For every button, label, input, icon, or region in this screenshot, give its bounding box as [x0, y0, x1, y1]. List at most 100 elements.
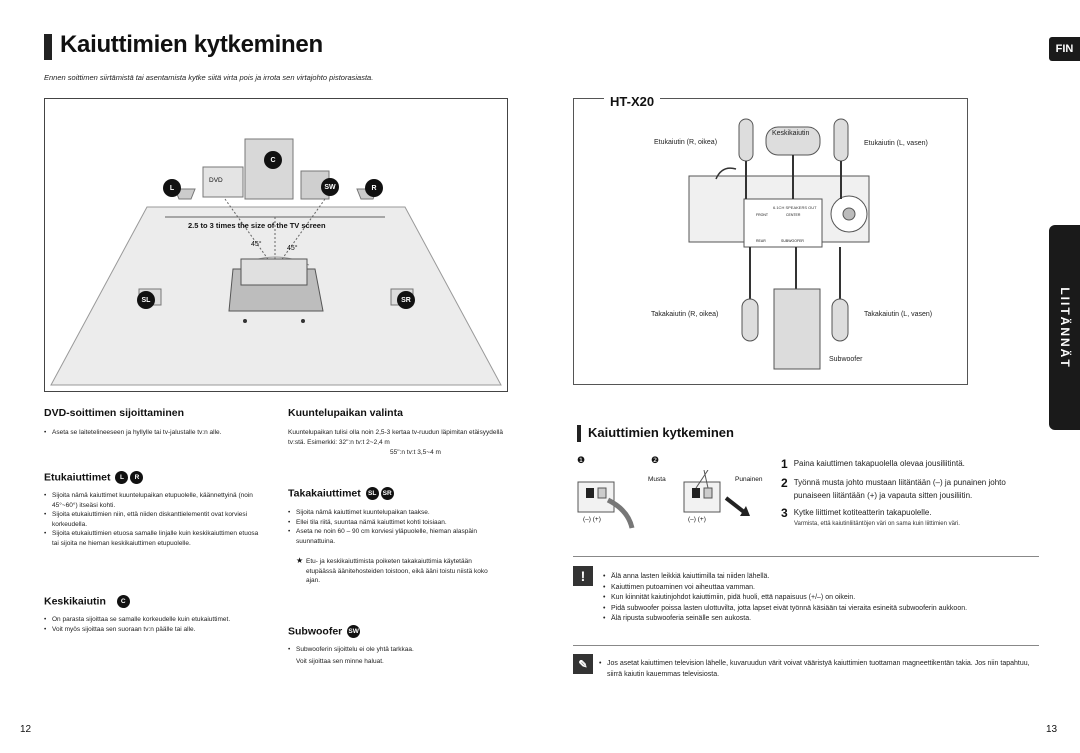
list-item: Sijoita etukaiuttimien niin, että niiden… — [44, 510, 259, 529]
dvd-placement-list: Aseta se laitetelineeseen ja hyllylle ta… — [44, 428, 264, 438]
center-speaker-label: Keskikaiutin — [772, 130, 810, 137]
subwoofer-title: Subwoofer — [288, 625, 343, 638]
star-icon: ★ — [296, 556, 304, 565]
room-illustration — [50, 138, 502, 386]
center-speaker-box — [244, 138, 294, 200]
center-speaker-title: Keskikaiutin — [44, 595, 106, 608]
center-speaker-icon: C — [264, 151, 282, 169]
subwoofer-text-2: Voit sijoittaa sen minne haluat. — [296, 658, 384, 665]
list-item: Pidä subwoofer poissa lasten ulottuvilta… — [603, 604, 1043, 615]
step-3-note: Varmista, että kaiutinliitäntöjen väri o… — [794, 521, 960, 527]
side-tab-label: LIITÄNNÄT — [1057, 286, 1072, 369]
dvd-placement-heading: DVD-soittimen sijoittaminen — [44, 407, 185, 419]
left-speaker-icon: L — [163, 179, 181, 197]
surround-right-speaker-icon: SR — [397, 291, 415, 309]
list-item: Kun kiinnität kaiutinjohdot kaiuttimiin,… — [603, 593, 1043, 604]
subwoofer-heading: Subwoofer SW — [288, 625, 361, 638]
step-number: 2 — [781, 476, 788, 490]
divider — [573, 645, 1039, 646]
surround-left-speaker-icon: SL — [137, 291, 155, 309]
model-name: HT-X20 — [604, 94, 661, 109]
front-speakers-list: Sijoita nämä kaiuttimet kuuntelupaikan e… — [44, 491, 259, 548]
list-item-text: Kaiuttimen putoaminen voi aiheuttaa vamm… — [611, 583, 755, 591]
rear-speakers-title: Takakaiuttimet — [288, 487, 361, 500]
front-right-label: Etukaiutin (R, oikea) — [654, 139, 718, 146]
surround-left-badge: SL — [365, 487, 379, 500]
connection-illustration — [688, 118, 870, 370]
step-number: 1 — [781, 457, 788, 471]
note-pencil-icon: ✎ — [573, 654, 593, 674]
step-number: 3 — [781, 506, 788, 520]
list-item: Subwooferin sijoittelu ei ole yhtä tarkk… — [288, 645, 503, 655]
center-speaker-badge: C — [116, 595, 130, 608]
panel-label: 6.1CH SPEAKERS OUT — [773, 205, 817, 210]
distance-label: 2.5 to 3 times the size of the TV screen — [188, 221, 326, 230]
center-speaker-heading: Keskikaiutin C — [44, 595, 130, 608]
section-bar-decoration — [577, 425, 581, 442]
step-item: 3 Kytke liittimet kotiteatterin takapuol… — [781, 506, 1031, 520]
panel-sub-label: SUBWOOFER — [781, 239, 804, 243]
list-item: On parasta sijoittaa se samalle korkeude… — [44, 615, 274, 625]
panel-center-label: CENTER — [786, 213, 801, 217]
terminal-illustration — [577, 470, 750, 529]
dvd-label: DVD — [209, 177, 223, 184]
rear-speakers-note: Etu- ja keskikaiuttimista poiketen takak… — [306, 558, 488, 584]
figure-1-marker: ❶ — [577, 455, 586, 465]
list-item: Aseta ne noin 60 – 90 cm korviesi yläpuo… — [288, 527, 503, 546]
divider — [573, 556, 1039, 557]
panel-rear-label: REAR — [756, 239, 766, 243]
steps-list: 1 Paina kaiuttimen takapuolella olevaa j… — [781, 457, 1031, 527]
page-title: Kaiuttimien kytkeminen — [60, 31, 323, 58]
list-item: Sijoita nämä kaiuttimet kuuntelupaikan e… — [44, 491, 259, 510]
front-speakers-title: Etukaiuttimet — [44, 471, 111, 484]
connection-diagram: 6.1CH SPEAKERS OUT FRONT CENTER REAR SUB… — [573, 98, 968, 385]
angle-left-label: 45° — [251, 241, 262, 248]
step-text: Työnnä musta johto mustaan liitäntään (–… — [793, 478, 1006, 500]
list-item: Älä anna lasten leikkiä kaiuttimilla tai… — [603, 572, 1043, 583]
angle-right-label: 45° — [287, 245, 298, 252]
right-speaker-badge: R — [130, 471, 144, 484]
list-item: Älä ripusta subwooferia seinälle sen auk… — [603, 614, 1043, 625]
step-item: 2 Työnnä musta johto mustaan liitäntään … — [781, 476, 1031, 502]
page-number-right: 13 — [1046, 724, 1058, 735]
subwoofer-speaker-icon: SW — [321, 178, 339, 196]
list-item: Aseta se laitetelineeseen ja hyllylle ta… — [44, 428, 264, 438]
step-text: Paina kaiuttimen takapuolella olevaa jou… — [793, 459, 965, 468]
subwoofer-badge: SW — [347, 625, 361, 638]
step-item: 1 Paina kaiuttimen takapuolella olevaa j… — [781, 457, 1031, 471]
black-wire-label: Musta — [648, 476, 666, 483]
listening-position-text-2: 55":n tv:t 3,5~4 m — [390, 449, 441, 456]
subwoofer-label: Subwoofer — [829, 356, 863, 363]
polarity-label-1: (–) (+) — [583, 516, 601, 523]
red-wire-label: Punainen — [735, 476, 763, 483]
room-placement-diagram: C L SW R SL SR DVD 2.5 to 3 times the si… — [44, 98, 508, 392]
front-left-label: Etukaiutin (L, vasen) — [864, 140, 928, 147]
list-item: Ellei tila riitä, suuntaa nämä kaiuttime… — [288, 518, 503, 528]
intro-text: Ennen soittimen siirtämistä tai asentami… — [44, 73, 374, 82]
rear-speakers-list: Sijoita nämä kaiuttimet kuuntelupaikan t… — [288, 508, 503, 546]
list-item-continued: Kaiuttimen putoaminen voi aiheuttaa vamm… — [603, 583, 1043, 594]
title-bar-decoration — [44, 34, 52, 60]
list-item: Jos asetat kaiuttimen television lähelle… — [599, 659, 1039, 680]
rear-right-label: Takakaiutin (R, oikea) — [651, 311, 719, 318]
listening-position-text: Kuuntelupaikan tulisi olla noin 2,5-3 ke… — [288, 429, 503, 446]
note-list: Jos asetat kaiuttimen television lähelle… — [599, 659, 1039, 680]
rear-left-label: Takakaiutin (L, vasen) — [864, 311, 933, 318]
warnings-list: Älä anna lasten leikkiä kaiuttimilla tai… — [603, 572, 1043, 625]
language-tab: FIN — [1049, 37, 1080, 61]
step-text: Kytke liittimet kotiteatterin takapuolel… — [793, 508, 932, 517]
surround-right-badge: SR — [380, 487, 394, 500]
section-side-tab: LIITÄNNÄT — [1049, 225, 1080, 430]
list-item: Sijoita etukaiuttimien etuosa samalle li… — [44, 529, 259, 548]
list-item: Voit myös sijoittaa sen suoraan tv:n pää… — [44, 625, 274, 635]
listening-position-heading: Kuuntelupaikan valinta — [288, 407, 403, 419]
warning-icon: ! — [573, 566, 593, 586]
panel-front-label: FRONT — [756, 213, 769, 217]
page-number-left: 12 — [20, 724, 32, 735]
right-speaker-icon: R — [365, 179, 383, 197]
center-speaker-list: On parasta sijoittaa se samalle korkeude… — [44, 615, 274, 634]
dvd-player-box — [202, 166, 244, 198]
polarity-label-2: (–) (+) — [688, 516, 706, 523]
